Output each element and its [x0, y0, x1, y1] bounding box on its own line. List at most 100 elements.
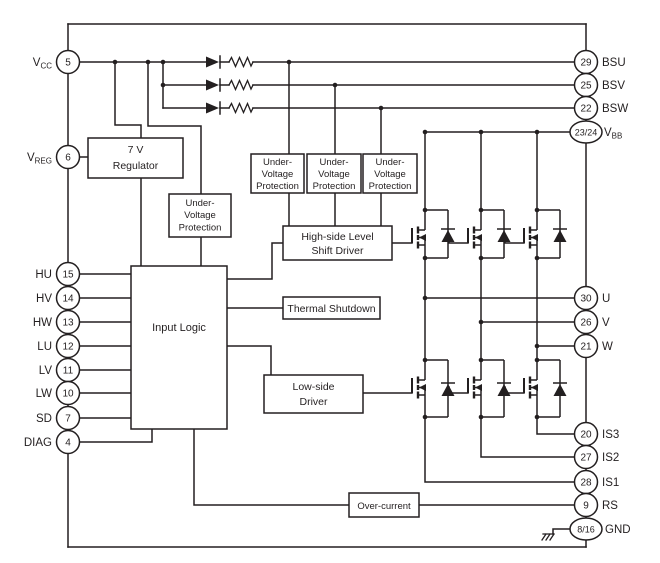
pin-lu: 12 LU: [37, 333, 81, 359]
svg-text:DIAG: DIAG: [24, 437, 52, 449]
svg-text:Low-side: Low-side: [292, 381, 334, 393]
pin-is3: 20 IS3: [573, 421, 619, 447]
uvp-feed-wires: [140, 61, 382, 267]
svg-text:HW: HW: [33, 317, 52, 329]
svg-text:U: U: [602, 293, 610, 305]
svg-text:Protection: Protection: [256, 181, 299, 192]
svg-text:20: 20: [580, 430, 592, 441]
svg-text:8/16: 8/16: [577, 525, 595, 535]
blocks: 7 V Regulator Under- Voltage Protection …: [87, 137, 420, 518]
svg-text:14: 14: [62, 294, 74, 305]
svg-text:13: 13: [62, 318, 74, 329]
block-high-side-driver: High-side Level Shift Driver: [282, 225, 393, 261]
phase-output-wires: [424, 257, 581, 361]
block-regulator: 7 V Regulator: [87, 137, 184, 179]
sense-wires: [418, 416, 581, 506]
pin-u: 30 U: [573, 285, 610, 311]
diode-icon: [206, 56, 219, 68]
svg-text:BSW: BSW: [602, 103, 628, 115]
svg-text:IS3: IS3: [602, 429, 619, 441]
pin-vbb: 23/24 VBB: [569, 120, 622, 144]
block-thermal-shutdown: Thermal Shutdown: [282, 296, 381, 320]
svg-text:Voltage: Voltage: [374, 169, 406, 180]
svg-text:Input Logic: Input Logic: [152, 322, 206, 334]
pin-lw: 10 LW: [36, 380, 81, 406]
block-uvp-main: Under- Voltage Protection: [168, 193, 232, 238]
svg-text:25: 25: [580, 81, 592, 92]
diode-icon: [206, 102, 219, 114]
svg-text:9: 9: [583, 501, 589, 512]
pin-v: 26 V: [573, 309, 610, 335]
svg-text:HU: HU: [35, 269, 52, 281]
pin-w: 21 W: [573, 333, 613, 359]
svg-text:Voltage: Voltage: [184, 210, 216, 221]
svg-text:23/24: 23/24: [575, 128, 598, 138]
pin-bsv: 25 BSV: [573, 72, 625, 98]
pin-is2: 27 IS2: [573, 444, 619, 470]
bootstrap-row-bsw: [219, 101, 581, 115]
svg-text:4: 4: [65, 438, 71, 449]
svg-text:RS: RS: [602, 500, 618, 512]
ground-icon: [541, 533, 555, 541]
svg-text:IS2: IS2: [602, 452, 619, 464]
resistor-icon: [228, 101, 254, 115]
pin-vreg: 6 VREG: [27, 144, 81, 170]
svg-text:11: 11: [63, 366, 74, 377]
svg-text:30: 30: [580, 294, 592, 305]
svg-text:Under-: Under-: [263, 157, 292, 168]
svg-text:SD: SD: [36, 413, 52, 425]
pin-diag: 4 DIAG: [24, 429, 81, 455]
svg-text:VBB: VBB: [604, 127, 622, 141]
svg-text:29: 29: [580, 58, 592, 69]
svg-text:High-side Level: High-side Level: [301, 231, 373, 243]
bootstrap-row-bsu: [219, 55, 581, 69]
pin-hw: 13 HW: [33, 309, 81, 335]
svg-text:21: 21: [580, 342, 592, 353]
svg-text:HV: HV: [36, 293, 52, 305]
pins-left: 5 VCC 6 VREG 15 HU 14 HV 13 HW 12 LU 11 …: [24, 49, 81, 455]
svg-text:15: 15: [62, 270, 74, 281]
block-uvp-bsv: Under- Voltage Protection: [306, 153, 362, 194]
svg-text:GND: GND: [605, 524, 631, 536]
pin-sd: 7 SD: [36, 405, 81, 431]
pin-hu: 15 HU: [35, 261, 81, 287]
pin-hv: 14 HV: [36, 285, 81, 311]
block-input-logic: Input Logic: [130, 265, 228, 430]
svg-text:Voltage: Voltage: [262, 169, 294, 180]
block-uvp-bsu: Under- Voltage Protection: [250, 153, 305, 194]
pin-bsw: 22 BSW: [573, 95, 628, 121]
svg-text:Under-: Under-: [185, 198, 214, 209]
pin-rs: 9 RS: [573, 492, 618, 518]
svg-text:VREG: VREG: [27, 152, 52, 166]
svg-text:10: 10: [62, 389, 74, 400]
svg-text:6: 6: [65, 153, 71, 164]
ground-wires: [541, 528, 571, 541]
svg-text:Protection: Protection: [313, 181, 356, 192]
svg-text:W: W: [602, 341, 613, 353]
vcc-net: [59, 61, 207, 195]
block-low-side-driver: Low-side Driver: [263, 374, 364, 414]
svg-text:5: 5: [65, 58, 71, 69]
svg-text:LW: LW: [36, 388, 53, 400]
svg-text:Under-: Under-: [319, 157, 348, 168]
resistor-icon: [228, 78, 254, 92]
svg-text:22: 22: [580, 104, 592, 115]
svg-text:Voltage: Voltage: [318, 169, 350, 180]
pin-gnd: 8/16 GND: [569, 517, 631, 541]
svg-text:BSU: BSU: [602, 57, 626, 69]
svg-text:7 V: 7 V: [128, 144, 144, 156]
svg-text:LU: LU: [37, 341, 52, 353]
block-uvp-bsw: Under- Voltage Protection: [362, 153, 418, 194]
svg-text:Shift Driver: Shift Driver: [312, 245, 364, 257]
svg-text:Under-: Under-: [375, 157, 404, 168]
svg-text:LV: LV: [39, 365, 53, 377]
svg-text:26: 26: [580, 318, 592, 329]
svg-text:Regulator: Regulator: [113, 160, 159, 172]
svg-text:Driver: Driver: [300, 396, 329, 408]
pins-right: 29 BSU 25 BSV 22 BSW 23/24 VBB 30 U 26 V…: [569, 49, 631, 541]
diode-icon: [206, 79, 219, 91]
bootstrap-row-bsv: [219, 78, 581, 92]
